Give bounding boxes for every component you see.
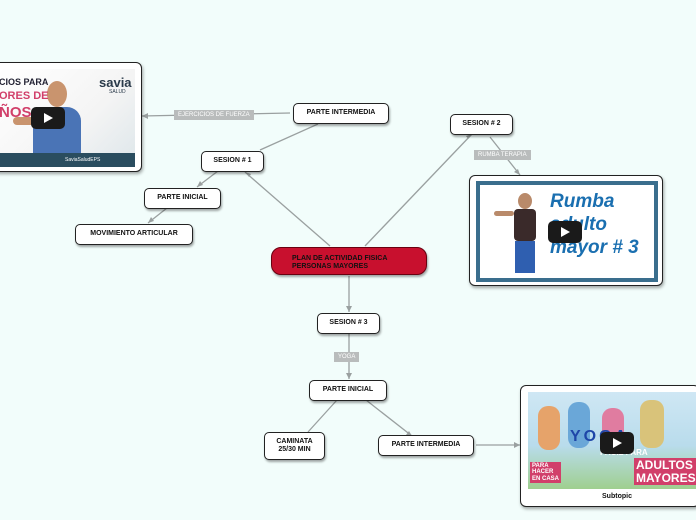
node-movimiento-articular[interactable]: MOVIMIENTO ARTICULAR bbox=[75, 224, 193, 245]
label-ejercicios-fuerza: EJERCICIOS DE FUERZA bbox=[174, 110, 254, 120]
node-sesion-3[interactable]: SESION # 3 bbox=[317, 313, 380, 334]
overlay-line-3: ÑOS bbox=[0, 104, 32, 121]
play-icon-rumba[interactable] bbox=[548, 221, 582, 243]
node-caminata[interactable]: CAMINATA 25/30 MIN bbox=[264, 432, 325, 460]
node-sesion-2[interactable]: SESION # 2 bbox=[450, 114, 513, 135]
brand-logo: savia bbox=[99, 75, 132, 90]
overlay-badge: PARA HACER EN CASA bbox=[530, 462, 562, 483]
channel-name: SaviaSaludEPS bbox=[65, 157, 101, 163]
overlay-mayores-text: MAYORES bbox=[636, 470, 696, 485]
play-icon[interactable] bbox=[31, 107, 65, 129]
play-icon-yoga[interactable] bbox=[600, 432, 634, 454]
video-thumbnail-rumba[interactable]: Rumba adulto mayor # 3 bbox=[476, 181, 658, 282]
central-topic-text: PLAN DE ACTIVIDAD FISICA PERSONAS MAYORE… bbox=[292, 255, 388, 271]
node-parte-intermedia-bottom[interactable]: PARTE INTERMEDIA bbox=[378, 435, 474, 456]
overlay-adultos: ADULTOS MAYORES bbox=[634, 458, 696, 486]
card-caption: Subtopic bbox=[602, 493, 632, 500]
label-yoga: YOGA bbox=[334, 352, 360, 362]
node-sesion-1[interactable]: SESION # 1 bbox=[201, 151, 264, 172]
video-card-yoga[interactable]: YOGA FÁCIL PARA ADULTOS MAYORES PARA HAC… bbox=[520, 385, 696, 507]
node-parte-inicial-bottom[interactable]: PARTE INICIAL bbox=[309, 380, 387, 401]
badge-line-1: PARA bbox=[532, 463, 549, 469]
dancer-figure bbox=[494, 191, 546, 275]
brand-sub: SALUD bbox=[109, 89, 126, 95]
floor-strip bbox=[0, 153, 135, 167]
node-parte-intermedia-top[interactable]: PARTE INTERMEDIA bbox=[293, 103, 389, 124]
overlay-rumba: Rumba bbox=[550, 191, 615, 212]
badge-line-2: HACER bbox=[532, 469, 554, 476]
node-parte-inicial-left[interactable]: PARTE INICIAL bbox=[144, 188, 221, 209]
label-rumba-terapia: RUMBA TERAPIA bbox=[474, 150, 531, 160]
video-thumbnail-fuerza[interactable]: CIOS PARA ORES DE ÑOS savia SALUD SaviaS… bbox=[0, 69, 135, 167]
video-thumbnail-yoga[interactable]: YOGA FÁCIL PARA ADULTOS MAYORES PARA HAC… bbox=[528, 392, 696, 489]
central-topic[interactable]: PLAN DE ACTIVIDAD FISICA PERSONAS MAYORE… bbox=[271, 247, 427, 275]
overlay-line-2: ORES DE bbox=[0, 90, 49, 102]
overlay-line-1: CIOS PARA bbox=[0, 77, 49, 87]
video-card-fuerza[interactable]: CIOS PARA ORES DE ÑOS savia SALUD SaviaS… bbox=[0, 62, 142, 172]
video-card-rumba[interactable]: Rumba adulto mayor # 3 bbox=[469, 175, 663, 286]
badge-line-3: EN CASA bbox=[532, 475, 560, 482]
overlay-adultos-text: ADULTOS bbox=[636, 458, 693, 472]
